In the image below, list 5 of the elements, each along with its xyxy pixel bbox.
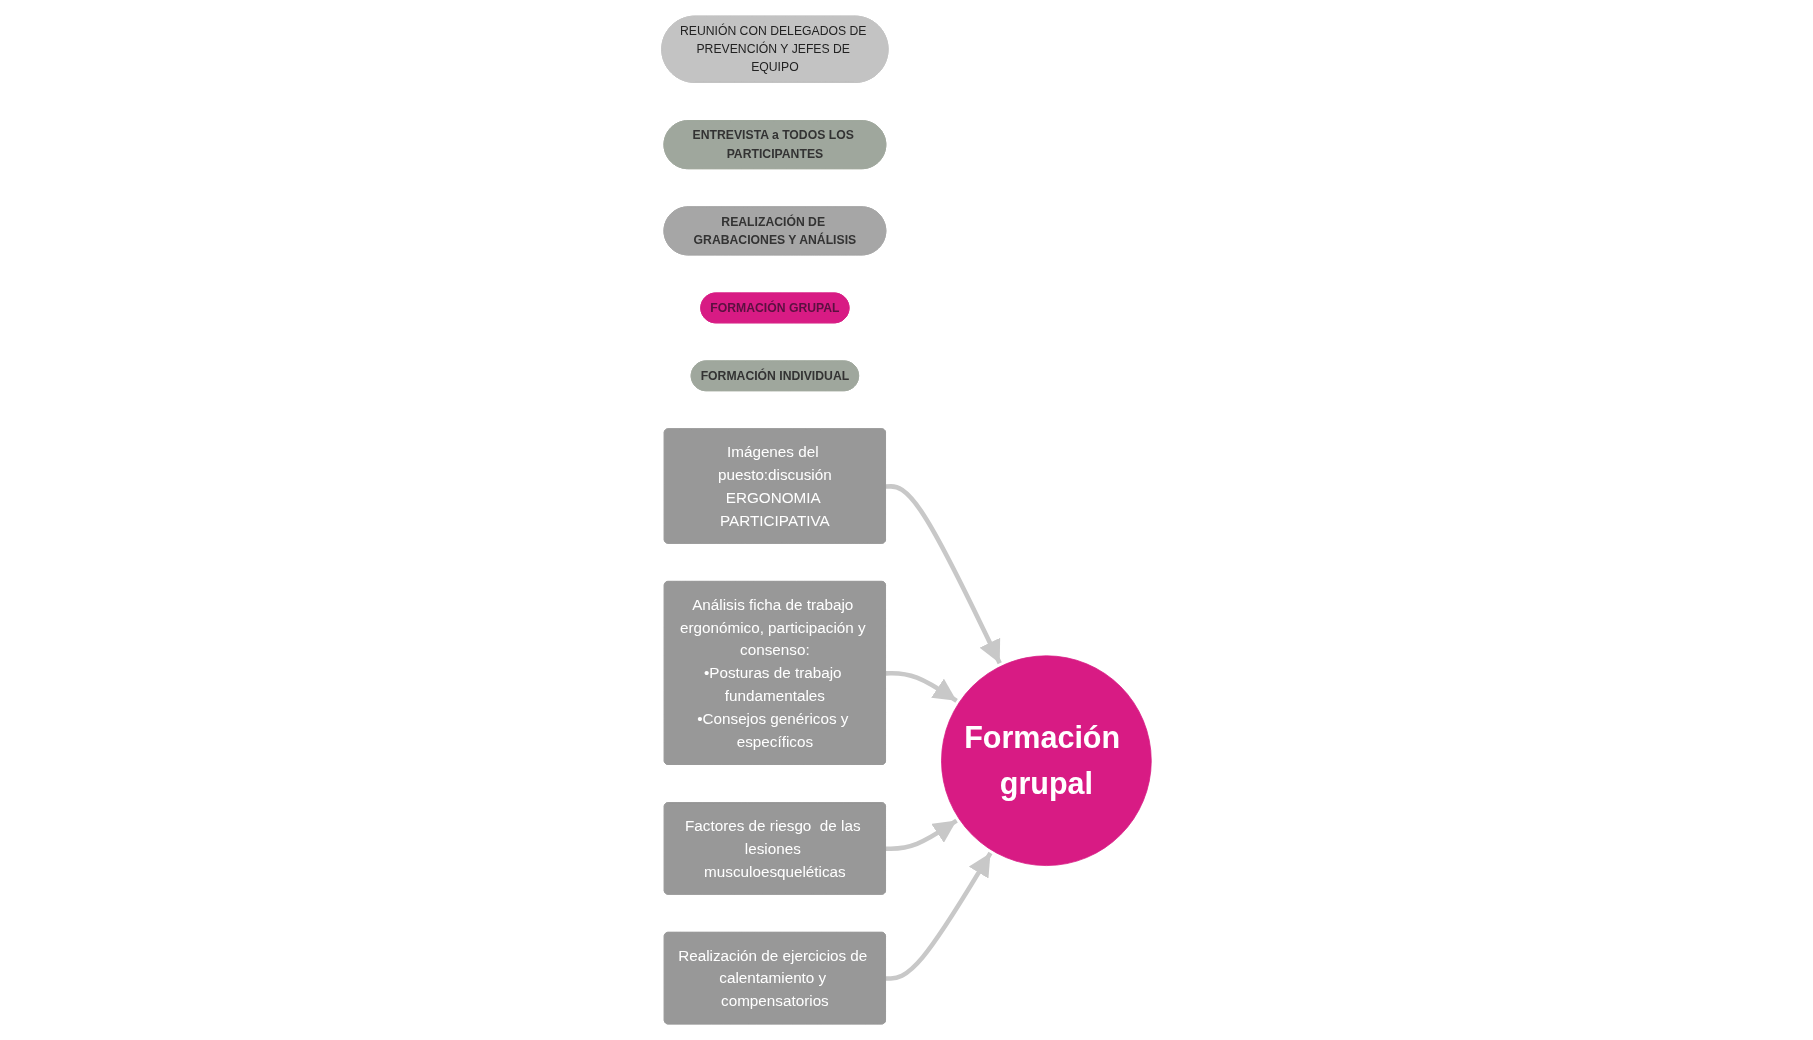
arrow xyxy=(885,484,1002,665)
arrow xyxy=(885,671,958,703)
arrow xyxy=(885,851,993,981)
node-circle: Formación grupal xyxy=(941,655,1152,866)
arrow xyxy=(885,818,958,852)
